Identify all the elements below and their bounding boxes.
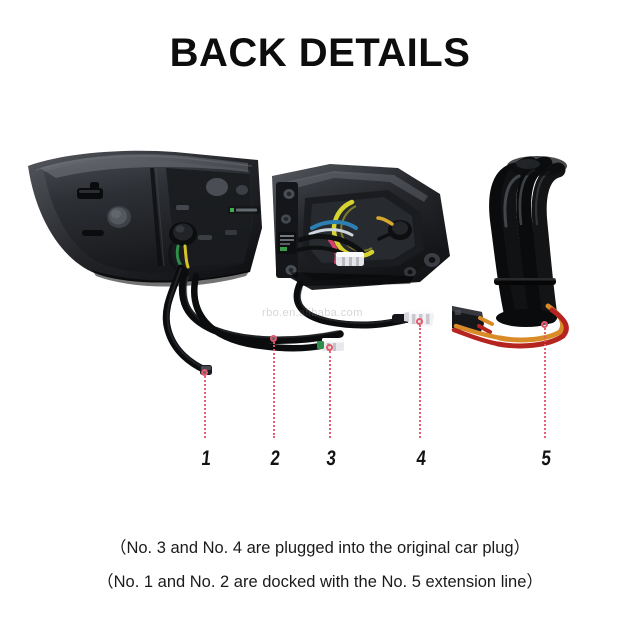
white-plug-connector [404,308,434,326]
inline-connector-internal [336,252,364,266]
product-illustration [28,150,569,375]
cable-tie [494,278,556,285]
callout-leader-4 [419,325,421,438]
product-photo [0,120,640,440]
callout-number-4: 4 [415,447,428,470]
coiled-extension-harness [451,156,569,349]
callout-number-3: 3 [325,447,338,470]
bulb-socket-right [376,216,412,241]
callout-number-2: 2 [269,447,282,470]
callout-leader-2 [273,342,275,438]
caption-line-2: （No. 1 and No. 2 are docked with the No.… [97,573,543,591]
callout-marker-3 [326,344,333,351]
caption-line-1: （No. 3 and No. 4 are plugged into the or… [109,539,531,557]
callout-leader-1 [204,376,206,438]
watermark-text: rbo.en.alibaba.com [262,307,363,319]
right-tail-light-housing [272,164,450,290]
housing-label [228,206,260,214]
callout-marker-4 [416,318,423,325]
callout-number-5: 5 [540,447,553,470]
left-tail-light-housing [28,150,262,287]
callout-number-1: 1 [200,447,213,470]
housing-clip-detail [77,182,103,199]
callout-marker-1 [201,369,208,376]
callout-leader-3 [329,351,331,438]
page-title: BACK DETAILS [169,31,471,75]
bulb-socket-left [169,222,197,246]
callout-leader-5 [544,328,546,438]
callout-marker-5 [541,321,548,328]
mounting-strip [276,182,298,278]
callout-marker-2 [270,335,277,342]
